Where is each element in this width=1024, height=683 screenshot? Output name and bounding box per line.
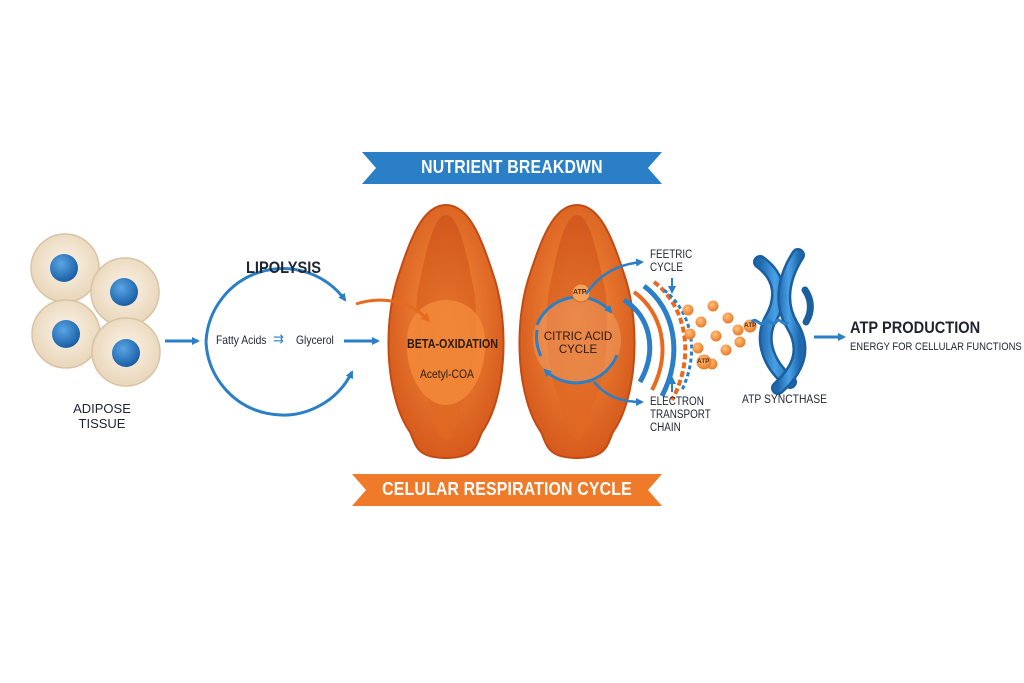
- mitochondrion-beta-oxidation: [387, 203, 505, 460]
- arrow-to-feetric-cycle: [584, 258, 644, 295]
- arrow-fatty-acids-into-mitochondrion: [355, 298, 431, 323]
- atp-dot: [692, 342, 704, 354]
- adipose-tissue-label: ADIPOSE TISSUE: [60, 401, 144, 432]
- adipose-tissue-cells: [30, 233, 161, 387]
- adipose-label-line1: ADIPOSE: [73, 401, 131, 416]
- lipolysis-title: LIPOLYSIS: [246, 258, 322, 277]
- feetric-cycle-label: FEETRIC CYCLE: [650, 249, 692, 275]
- cellular-respiration-title: CELULAR RESPIRATION CYCLE: [382, 479, 632, 499]
- glycerol-label: Glycerol: [296, 333, 334, 347]
- atp-dot: [710, 330, 722, 342]
- atp-dot: [722, 312, 734, 324]
- atp-particles: [682, 300, 757, 370]
- arrow-to-electron-transport: [593, 381, 644, 406]
- nutrient-breakdown-title: NUTRIENT BREAKDWN: [421, 157, 603, 177]
- citric-label-line2: CYCLE: [558, 344, 598, 357]
- atp-dot: [682, 304, 694, 316]
- atp-badge-dot: [696, 354, 712, 370]
- feetric-label-line2: CYCLE: [650, 262, 683, 275]
- feetric-label-line1: FEETRIC: [650, 249, 693, 261]
- atp-badge-label-2: ATP: [697, 358, 710, 365]
- conversion-arrow-icon: ⇉: [273, 331, 284, 346]
- atp-badge-label-1: ATP: [744, 322, 757, 329]
- atp-dot: [707, 300, 719, 312]
- lipolysis-cycle: [204, 267, 354, 417]
- atp-synthase-structure: [750, 248, 814, 395]
- etc-label-line2: TRANSPORT: [650, 409, 711, 422]
- beta-oxidation-label: BETA-OXIDATION: [407, 337, 498, 351]
- nutrient-breakdown-banner: [362, 152, 662, 184]
- electron-transport-chain-label: ELECTRON TRANSPORT CHAIN: [650, 396, 711, 436]
- cell-nucleus: [112, 339, 140, 367]
- atp-dot: [684, 328, 696, 340]
- citric-atp-badge: ATP: [573, 289, 587, 296]
- atp-dot: [732, 324, 744, 336]
- etc-label-line3: CHAIN: [650, 422, 681, 435]
- fatty-acids-label: Fatty Acids: [216, 333, 267, 347]
- citric-acid-cycle-label: CITRIC ACID CYCLE: [543, 331, 613, 357]
- atp-synthase-label: ATP SYNCTHASE: [742, 392, 828, 406]
- atp-dot: [695, 316, 707, 328]
- cell-nucleus: [110, 278, 138, 306]
- mitochondrion-citric-acid: [518, 203, 636, 460]
- acetyl-coa-label: Acetyl-COA: [420, 367, 474, 381]
- etc-label-line1: ELECTRON: [650, 396, 704, 408]
- cell-nucleus: [52, 320, 80, 348]
- cellular-respiration-banner: [352, 474, 662, 506]
- cell-nucleus: [50, 254, 78, 282]
- adipose-label-line2: TISSUE: [78, 415, 126, 431]
- citric-label-line1: CITRIC ACID: [543, 331, 613, 343]
- atp-dot: [734, 336, 746, 348]
- atp-dot: [720, 344, 732, 356]
- citric-acid-cycle-ring: [533, 283, 621, 385]
- atp-production-title: ATP PRODUCTION: [850, 318, 981, 337]
- atp-production-subtitle: ENERGY FOR CELLULAR FUNCTIONS: [850, 341, 1022, 353]
